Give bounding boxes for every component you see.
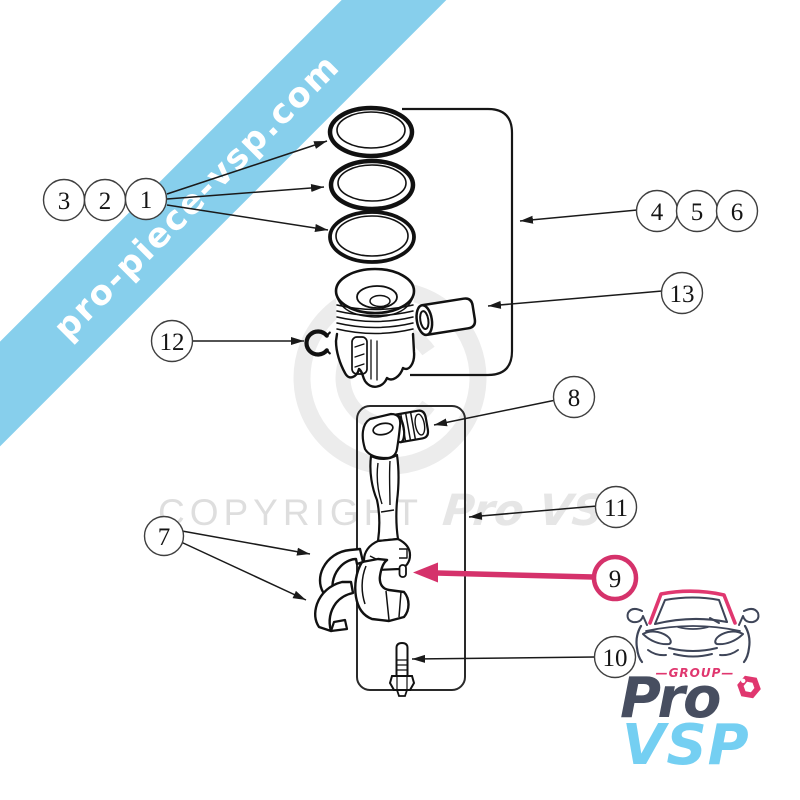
arrow-10-to-bolt (411, 654, 596, 663)
svg-text:6: 6 (731, 199, 744, 226)
piston-ring-2 (328, 158, 416, 212)
svg-text:12: 12 (160, 329, 185, 356)
logo-car-icon (626, 589, 760, 664)
logo-hexnut-icon (737, 675, 761, 699)
piston-group-bracket (402, 107, 514, 377)
copyright-watermark-text: COPYRIGHT (158, 492, 423, 533)
highlight-arrow-9 (413, 562, 594, 583)
provsp-logo: —GROUP— Pro VSP (610, 578, 790, 793)
callout-9: 9 (591, 554, 639, 602)
callout-5: 5 (675, 189, 719, 233)
svg-text:10: 10 (603, 645, 628, 672)
callout-12: 12 (150, 319, 194, 363)
svg-text:3: 3 (58, 188, 71, 215)
callout-7: 7 (143, 515, 185, 557)
svg-text:11: 11 (604, 495, 628, 522)
arrow-11-to-box (468, 505, 598, 520)
bearing-tab (398, 564, 407, 578)
svg-text:9: 9 (609, 566, 622, 593)
arrow-1-to-ring2 (166, 184, 325, 200)
piston-ring-1 (327, 105, 415, 159)
arrow-1-to-ring3 (166, 204, 329, 232)
arrow-13-to-pin (487, 290, 663, 309)
watermark-row: COPYRIGHT Pro VSP (158, 486, 637, 536)
arrow-1-to-ring1 (166, 140, 328, 195)
svg-text:1: 1 (140, 187, 153, 214)
callout-6: 6 (715, 189, 759, 233)
rod-cap (354, 557, 410, 623)
callout-10: 10 (593, 635, 637, 679)
logo-pro-text: Pro (620, 666, 721, 731)
callout-balloons: 3 2 1 4 5 6 13 12 (42, 177, 759, 679)
callout-1: 1 (124, 177, 168, 221)
callout-4: 4 (635, 189, 679, 233)
arrow-8-to-bushing (433, 399, 557, 427)
svg-text:7: 7 (158, 524, 171, 551)
connecting-rod-drawing (354, 412, 412, 623)
callout-11: 11 (594, 485, 638, 529)
circlip-drawing (304, 329, 331, 357)
callout-13: 13 (660, 271, 704, 315)
callout-3: 3 (42, 178, 86, 222)
rod-bolt-drawing (388, 641, 416, 697)
svg-text:5: 5 (691, 199, 704, 226)
svg-text:2: 2 (99, 188, 112, 215)
callout-2: 2 (83, 178, 127, 222)
svg-text:13: 13 (670, 281, 695, 308)
wrist-pin-drawing (415, 297, 477, 337)
svg-text:8: 8 (568, 385, 581, 412)
arrow-7-to-shell1 (181, 530, 311, 556)
bearing-shells-drawing (314, 547, 365, 633)
arrow-4-to-bracket (519, 209, 638, 224)
logo-vsp-text: VSP (622, 713, 750, 778)
svg-text:4: 4 (651, 199, 664, 226)
callout-arrows (166, 140, 663, 663)
piston-drawing (334, 267, 416, 388)
piston-rings-drawing (327, 105, 416, 264)
arrow-7-to-shell2 (180, 541, 307, 601)
logo-group-text: —GROUP— (655, 666, 735, 680)
callout-8: 8 (552, 375, 596, 419)
piston-ring-3 (328, 210, 416, 264)
